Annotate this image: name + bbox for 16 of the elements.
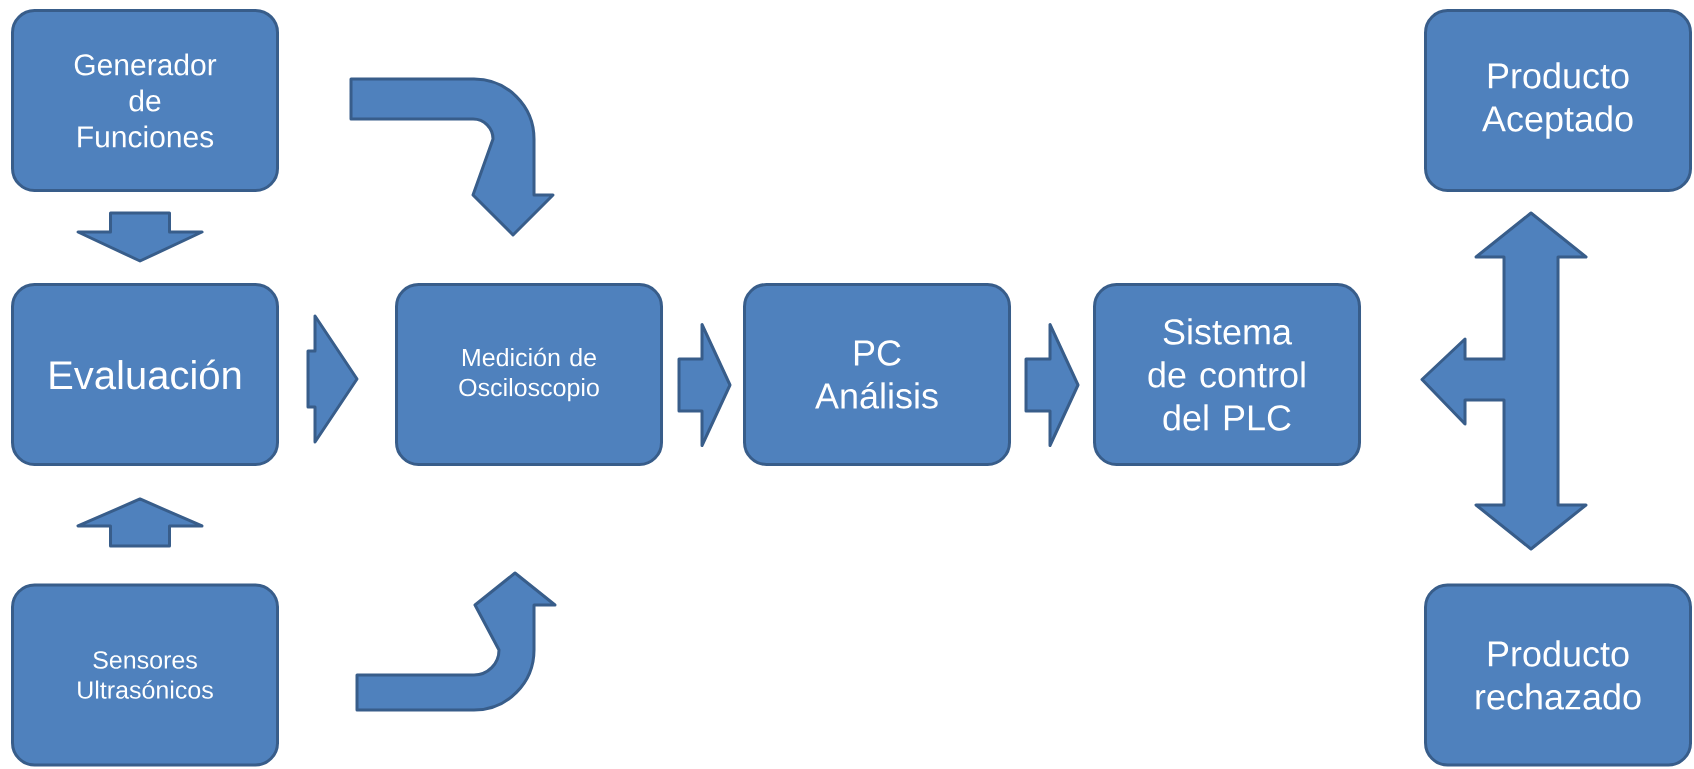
block-arrow [1024, 323, 1080, 447]
block-arrow [306, 314, 359, 444]
process-box: Producto Aceptado [1424, 9, 1692, 192]
block-arrow [677, 323, 732, 447]
block-arrow [1420, 211, 1588, 551]
process-box: Medición de Osciloscopio [395, 283, 663, 466]
process-box: Producto rechazado [1424, 583, 1692, 767]
process-box: Sistema de control del PLC [1093, 283, 1361, 466]
process-box: PC Análisis [743, 283, 1011, 466]
process-box: Evaluación [11, 283, 279, 466]
process-box: Sensores Ultrasónicos [11, 583, 279, 767]
block-arrow [76, 497, 204, 548]
curved-block-arrow [355, 571, 557, 712]
curved-block-arrow [349, 77, 555, 237]
process-box: Generador de Funciones [11, 9, 279, 192]
block-arrow [76, 211, 204, 263]
